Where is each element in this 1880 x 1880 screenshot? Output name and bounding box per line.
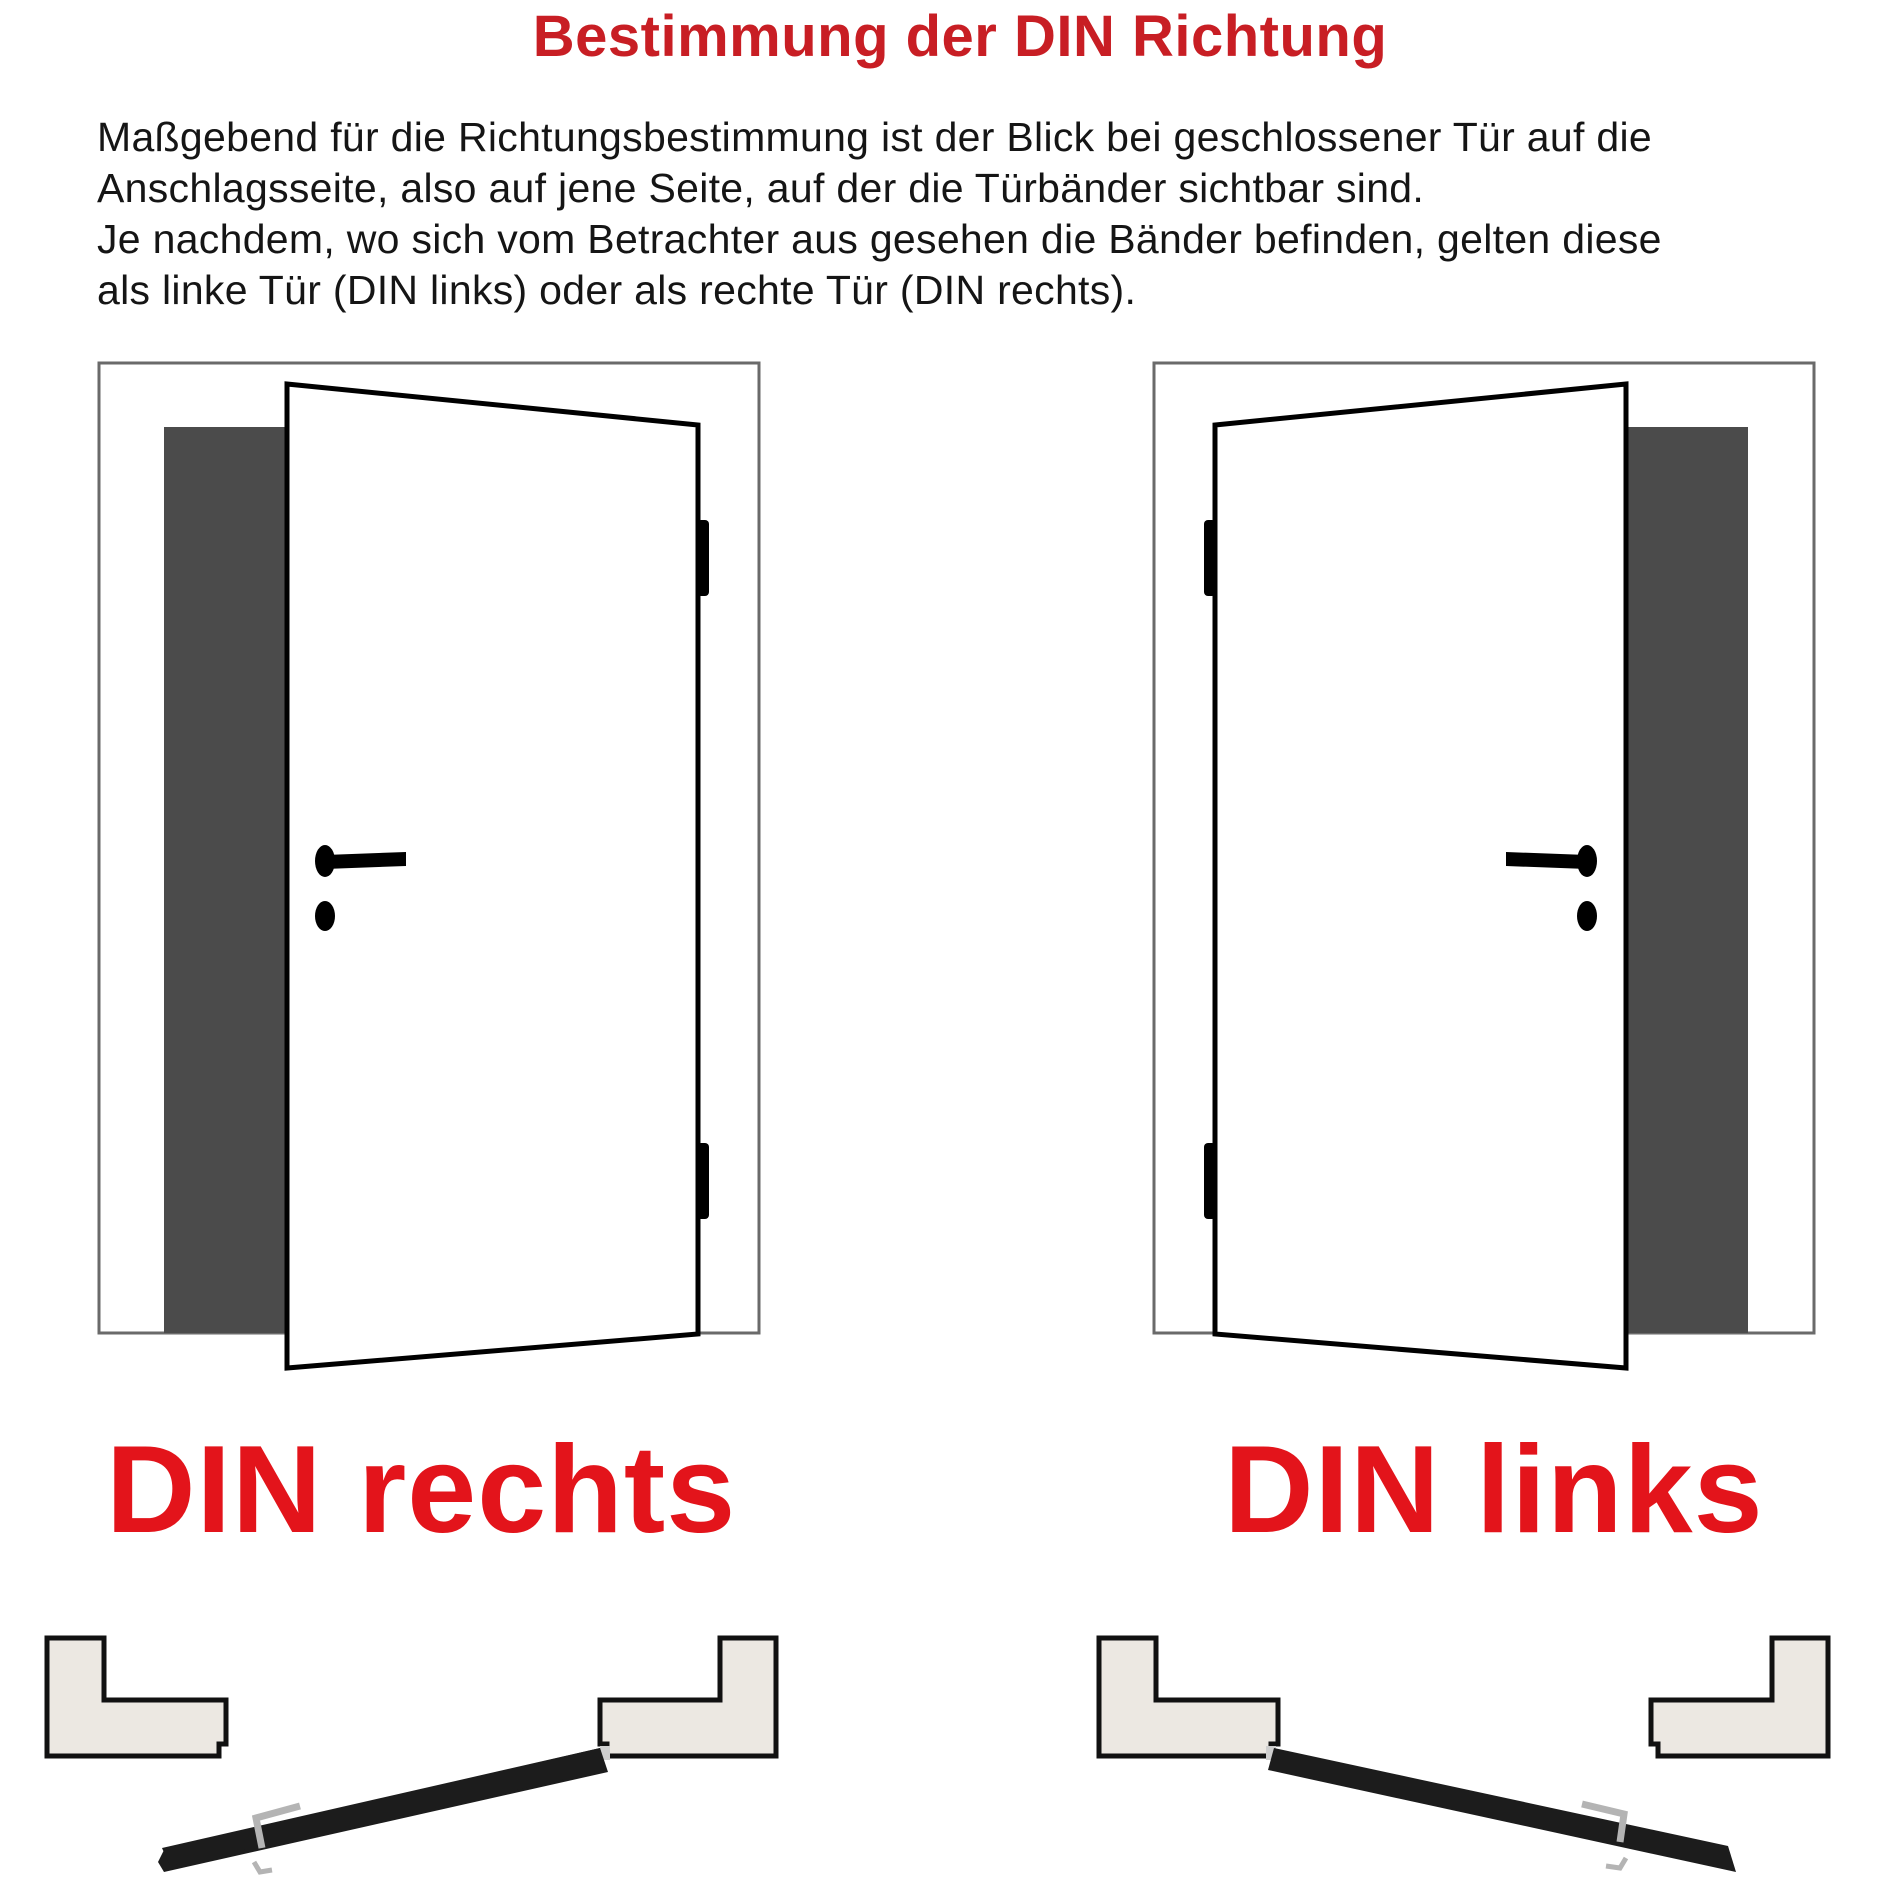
door-leaf	[1212, 381, 1629, 1371]
hinge-top-icon	[697, 520, 709, 596]
door-elevation-din-rechts	[97, 361, 761, 1371]
din-links-label: DIN links	[1224, 1421, 1764, 1559]
description-line: Maßgebend für die Richtungsbestimmung is…	[97, 114, 1652, 160]
frame-section-right	[1648, 1635, 1831, 1759]
frame-section-right	[597, 1635, 779, 1759]
door-leaf-section	[1268, 1748, 1736, 1872]
description-line: Je nachdem, wo sich vom Betrachter aus g…	[97, 216, 1662, 262]
keyhole-icon	[315, 901, 335, 931]
handle-hardware-icon	[251, 1802, 301, 1849]
door-plan-din-links	[1096, 1635, 1831, 1872]
keyhole-icon	[1577, 901, 1597, 931]
hinge-top-icon	[1204, 520, 1216, 596]
frame-section-left	[44, 1635, 229, 1759]
door-opening-shadow	[164, 427, 287, 1333]
handle-hardware-icon	[1581, 1800, 1628, 1843]
description-line: Anschlagsseite, also auf jene Seite, auf…	[97, 165, 1425, 211]
din-rechts-label: DIN rechts	[106, 1421, 737, 1559]
hinge-pivot-icon	[1266, 1746, 1276, 1760]
hinge-bottom-icon	[697, 1143, 709, 1219]
door-handle-icon	[315, 845, 406, 931]
description-text: Maßgebend für die Richtungsbestimmung is…	[97, 112, 1857, 316]
door-handle-icon	[1506, 845, 1597, 931]
frame-section-left	[1096, 1635, 1281, 1759]
page-title: Bestimmung der DIN Richtung	[532, 4, 1388, 69]
door-opening-shadow	[1626, 427, 1748, 1333]
door-plan-din-rechts	[44, 1635, 779, 1875]
door-leaf	[284, 381, 701, 1371]
description-line: als linke Tür (DIN links) oder als recht…	[97, 267, 1137, 313]
door-elevation-din-links	[1152, 361, 1816, 1371]
hinge-bottom-icon	[1204, 1143, 1216, 1219]
hinge-pivot-icon	[600, 1746, 610, 1760]
